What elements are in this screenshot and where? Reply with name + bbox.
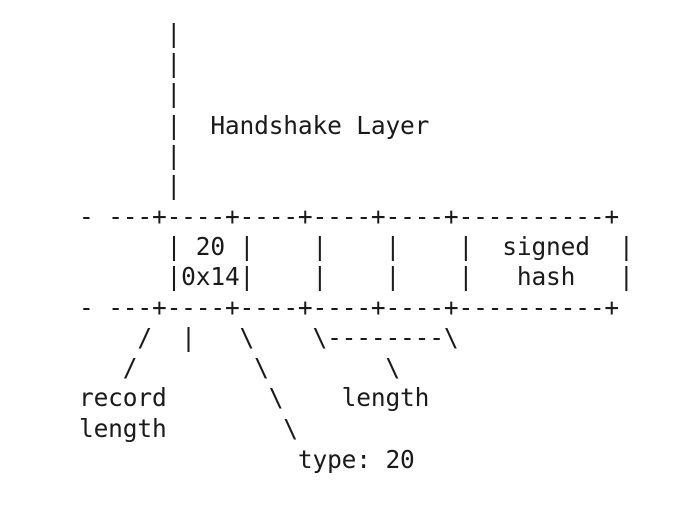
diagram-line-12: / \ \ [79, 353, 400, 382]
diagram-line-14: length \ [79, 414, 298, 443]
diagram-line-9: |0x14| | | | hash | [79, 262, 634, 291]
diagram-line-7: - ---+----+----+----+----+----------+ [79, 202, 619, 231]
diagram-line-4: | Handshake Layer [79, 111, 429, 140]
diagram-line-1: | [79, 19, 181, 48]
diagram-line-5: | [79, 141, 181, 170]
diagram-line-2: | [79, 49, 181, 78]
diagram-line-10: - ---+----+----+----+----+----------+ [79, 293, 619, 322]
diagram-line-15: type: 20 [79, 445, 415, 474]
diagram-line-6: | [79, 171, 181, 200]
diagram-line-13: record \ length [79, 383, 429, 412]
diagram-line-3: | [79, 79, 181, 108]
diagram-line-11: / | \ \--------\ [79, 323, 459, 352]
diagram-line-8: | 20 | | | | signed | [79, 232, 634, 261]
